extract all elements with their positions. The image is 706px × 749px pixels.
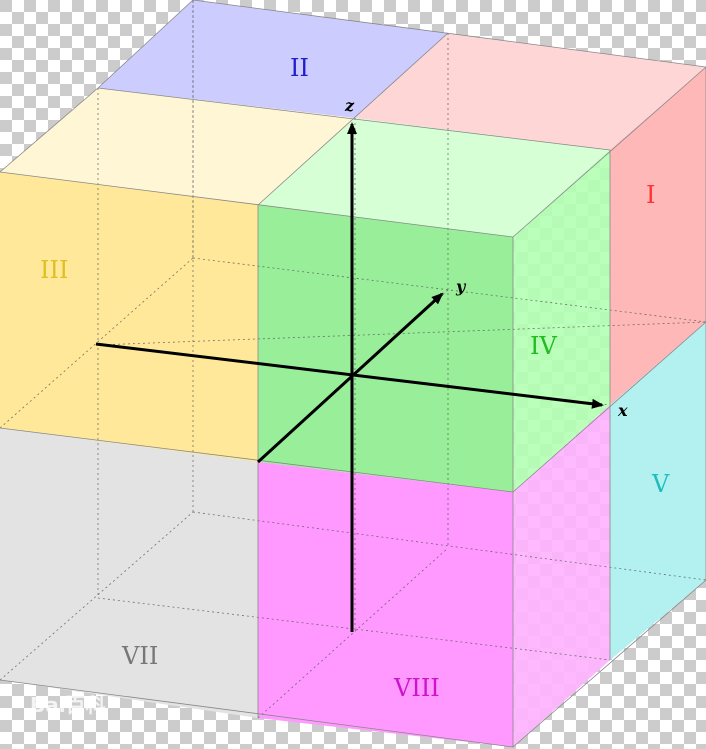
octant-iii-front-face (0, 172, 258, 462)
baidu-watermark: Bai百科 (30, 693, 106, 717)
octant-i-right-face (610, 67, 706, 405)
x-axis-label: x (617, 401, 628, 420)
octant-iv-right-face (513, 150, 610, 492)
x-axis (95, 342, 604, 409)
octant-ii-top-face (98, 0, 448, 118)
octant-v-right-face (610, 322, 706, 660)
octant-viii-front-face (258, 462, 513, 747)
octant-label-iii: III (40, 256, 68, 284)
octant-viii-right-face (513, 405, 610, 747)
z-axis-label: z (344, 96, 355, 115)
octant-label-ii: II (290, 54, 309, 82)
octant-label-iv: IV (530, 332, 557, 360)
octant-iii-top-face (0, 88, 355, 205)
octant-vii-front-face (0, 428, 258, 718)
axes (95, 122, 604, 632)
octant-label-vii: VII (121, 642, 158, 670)
octant-i-top-face (355, 33, 706, 150)
octant-label-v: V (651, 470, 670, 498)
octant-label-i: I (646, 181, 655, 209)
y-axis-label: y (455, 277, 467, 296)
y-axis (256, 292, 444, 464)
octant-iv-top-face (258, 118, 610, 237)
octant-label-viii: VIII (393, 674, 440, 702)
octant-iv-front-face (258, 205, 513, 492)
